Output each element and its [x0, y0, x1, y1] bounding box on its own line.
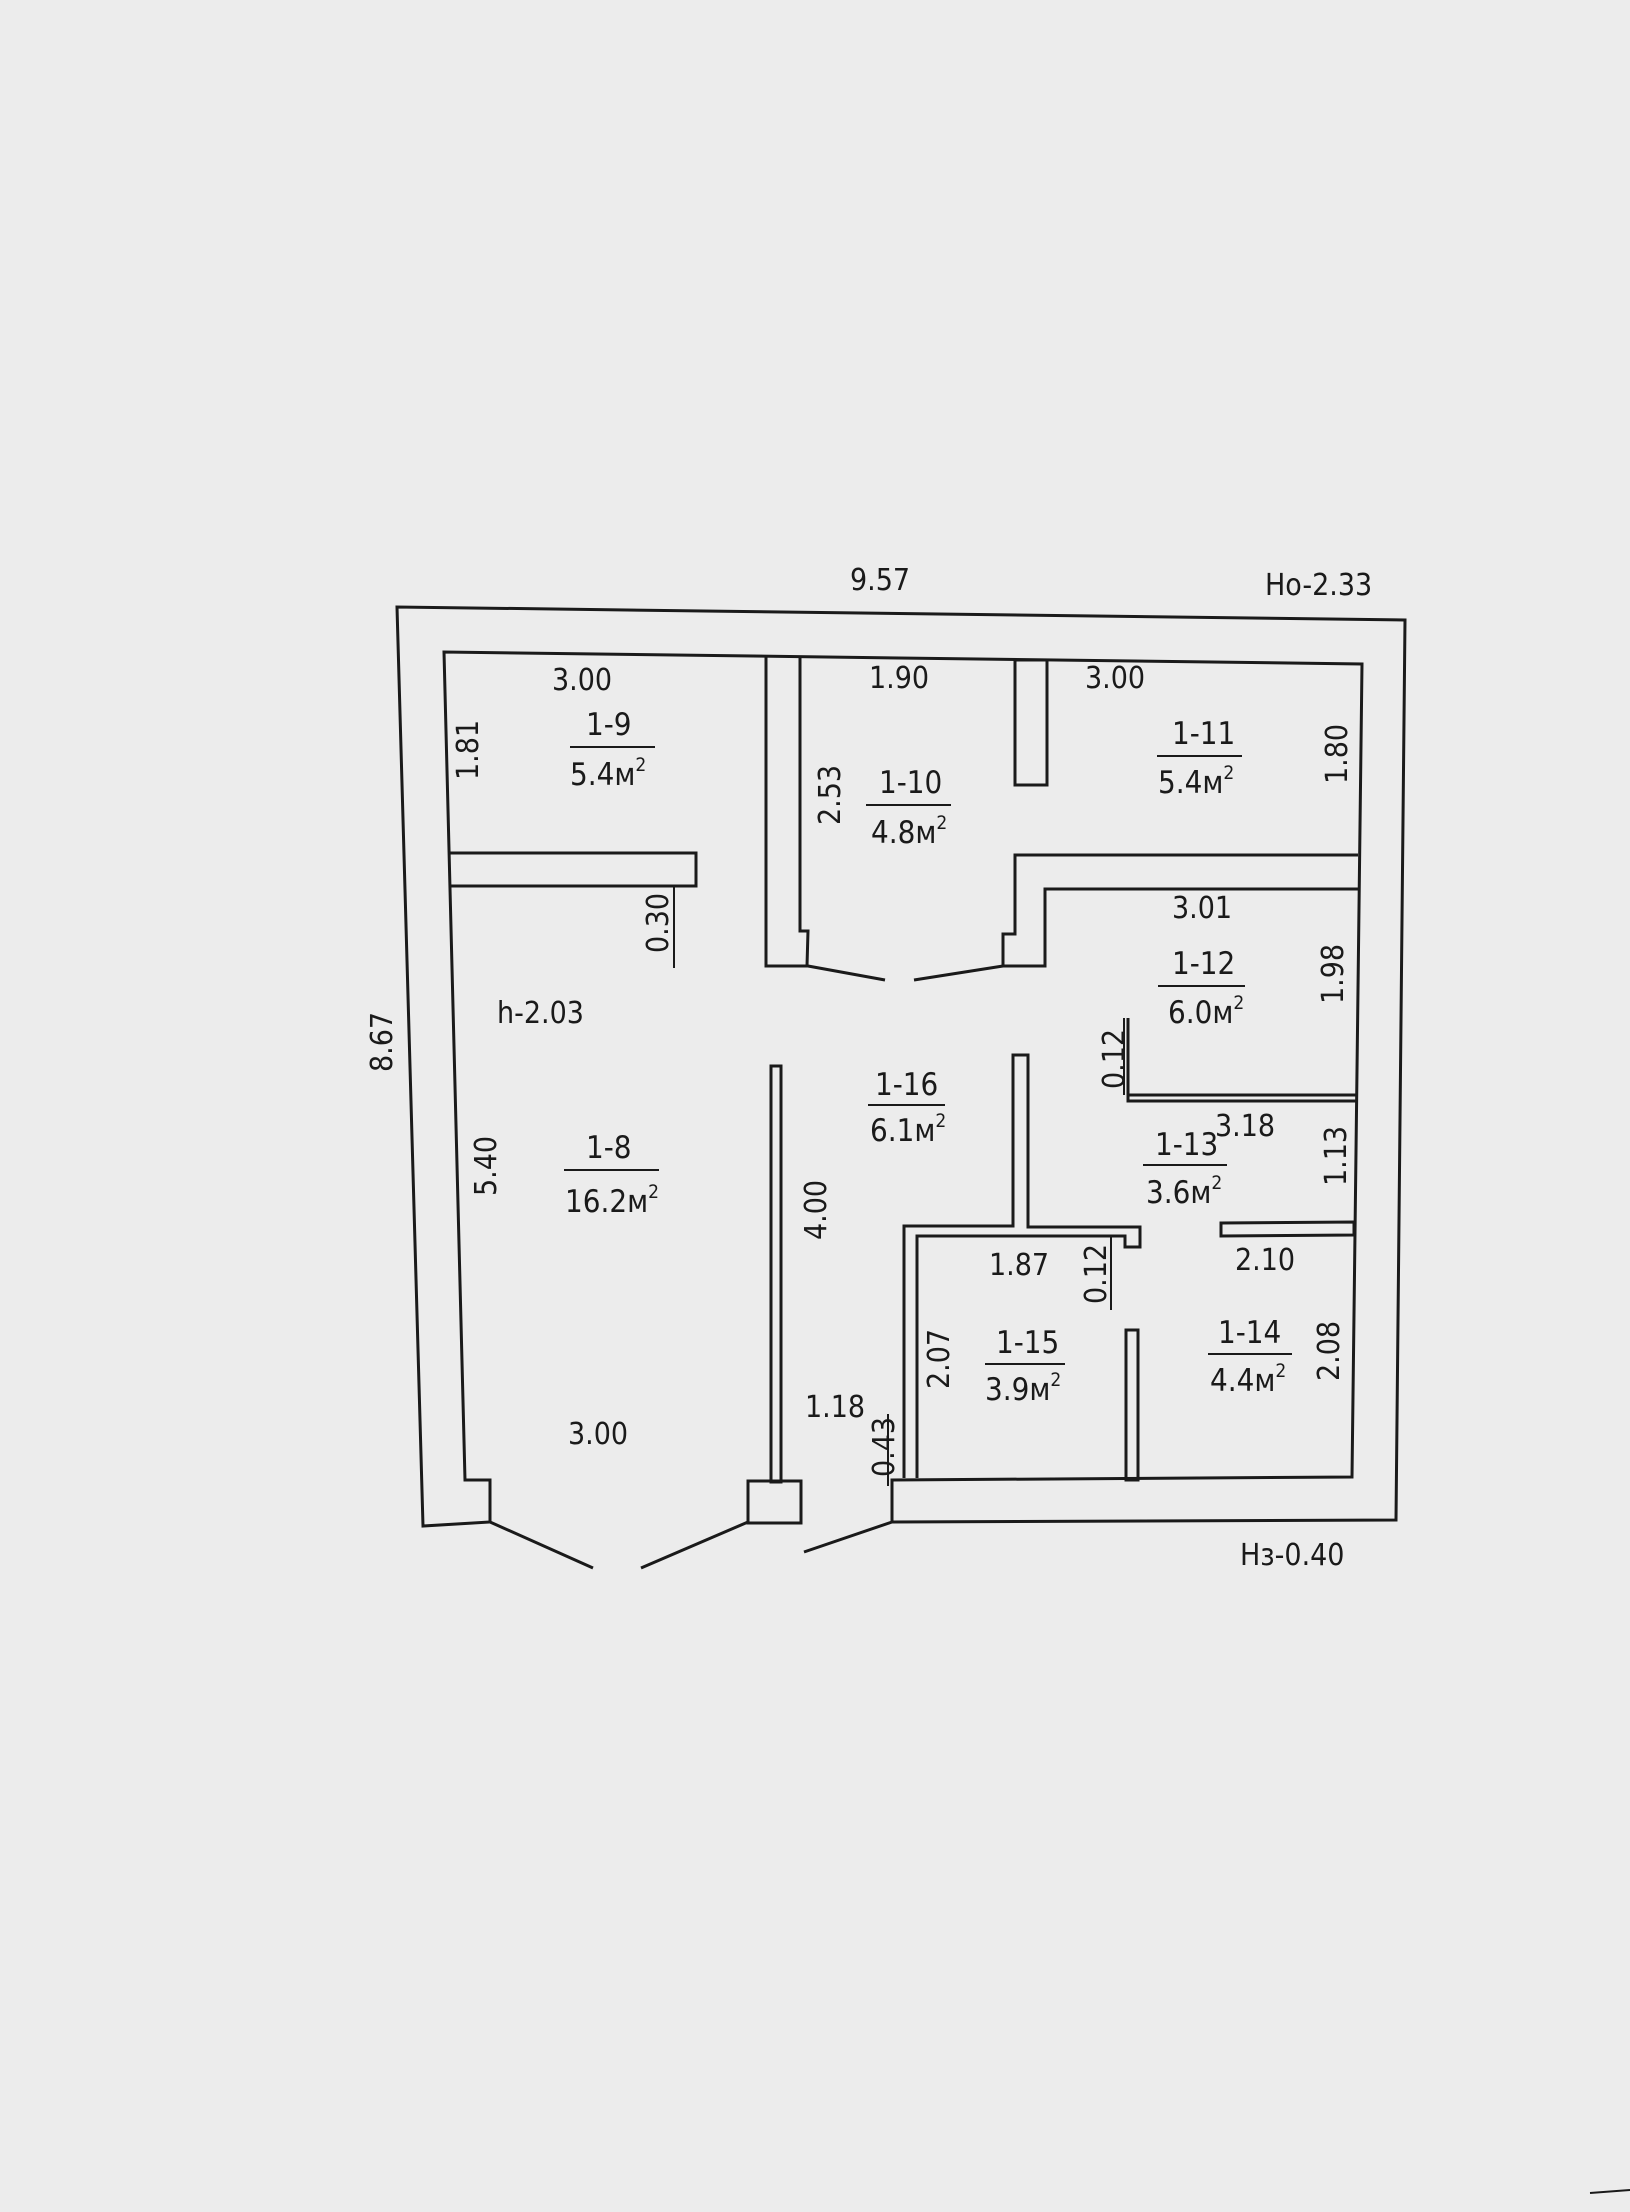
- room-id: 1-13: [1155, 1127, 1218, 1163]
- dim-1-8-width: 3.00: [568, 1417, 628, 1452]
- dim-1-10-width: 1.90: [869, 661, 929, 696]
- svg-text:4.8м2: 4.8м2: [871, 812, 947, 851]
- dim-corridor-width: 1.18: [805, 1390, 865, 1425]
- room-label-1-12: 1-12 6.0м2: [1158, 946, 1245, 1031]
- room-area: 4.8м: [871, 815, 936, 851]
- dim-overall-depth: 8.67: [365, 1012, 400, 1072]
- room-label-1-11: 1-11 5.4м2: [1157, 716, 1242, 801]
- svg-text:5.4м2: 5.4м2: [1158, 762, 1234, 801]
- column: [746, 1479, 803, 1525]
- area-unit-superscript: 2: [935, 1110, 946, 1132]
- level-mark-bottom: Нз-0.40: [1240, 1538, 1344, 1573]
- partition-1-15: [902, 1053, 1142, 1478]
- level-mark-top: Нo-2.33: [1265, 568, 1372, 603]
- dim-012-upper: 0.12: [1097, 1029, 1132, 1089]
- dim-1-13-depth: 1.13: [1319, 1126, 1354, 1186]
- room-id: 1-16: [875, 1067, 938, 1103]
- svg-text:3.9м2: 3.9м2: [985, 1369, 1061, 1408]
- area-unit-superscript: 2: [648, 1181, 659, 1203]
- dim-1-13-width: 3.18: [1215, 1109, 1275, 1144]
- dim-1-11-depth: 1.80: [1320, 724, 1355, 784]
- dim-1-8-depth: 5.40: [469, 1136, 504, 1196]
- svg-text:5.4м2: 5.4м2: [570, 754, 646, 793]
- room-area: 3.6м: [1146, 1175, 1211, 1211]
- dim-1-16-depth: 4.00: [799, 1180, 834, 1240]
- room-id: 1-10: [879, 765, 942, 801]
- scan-mark: [1589, 2189, 1630, 2194]
- svg-text:16.2м2: 16.2м2: [565, 1181, 659, 1220]
- dim-overall-width: 9.57: [850, 563, 910, 598]
- room-label-1-10: 1-10 4.8м2: [866, 765, 951, 851]
- partition-1-8-1-16: [769, 1064, 783, 1484]
- partition-1-9-1-10: [764, 657, 810, 968]
- svg-text:6.1м2: 6.1м2: [870, 1110, 946, 1149]
- dim-1-9-width: 3.00: [552, 663, 612, 698]
- room-id: 1-8: [586, 1130, 632, 1166]
- door-entrance: [489, 1520, 893, 1570]
- room-area: 4.4м: [1210, 1363, 1275, 1399]
- room-area: 3.9м: [985, 1372, 1050, 1408]
- room-id: 1-14: [1218, 1315, 1281, 1351]
- room-area: 6.0м: [1168, 995, 1233, 1031]
- dim-1-9-depth: 1.81: [451, 720, 486, 780]
- ceiling-height: h-2.03: [497, 996, 584, 1031]
- door-1-9-1-10: [807, 964, 1004, 982]
- dim-1-14-depth: 2.08: [1312, 1321, 1347, 1381]
- room-label-1-8: 1-8 16.2м2: [564, 1130, 659, 1220]
- dim-1-12-depth: 1.98: [1316, 944, 1351, 1004]
- dim-partition-030: 0.30: [641, 893, 676, 953]
- outer-wall: [395, 605, 1407, 1528]
- partition-1-13-1-14: [1219, 1220, 1356, 1238]
- partition-1-9-1-8: [449, 851, 698, 888]
- svg-text:3.6м2: 3.6м2: [1146, 1172, 1222, 1211]
- area-unit-superscript: 2: [1275, 1360, 1286, 1382]
- room-id: 1-9: [586, 707, 632, 743]
- room-area: 6.1м: [870, 1113, 935, 1149]
- svg-text:6.0м2: 6.0м2: [1168, 992, 1244, 1031]
- dim-043: 0.43: [867, 1417, 902, 1477]
- room-area: 16.2м: [565, 1184, 648, 1220]
- dim-012-lower: 0.12: [1079, 1244, 1114, 1304]
- room-label-1-15: 1-15 3.9м2: [985, 1325, 1065, 1408]
- area-unit-superscript: 2: [1050, 1369, 1061, 1391]
- dim-1-12-width: 3.01: [1172, 891, 1232, 926]
- dim-1-10-depth: 2.53: [813, 765, 848, 825]
- area-unit-superscript: 2: [936, 812, 947, 834]
- room-label-1-14: 1-14 4.4м2: [1208, 1315, 1292, 1399]
- partition-1-12-1-13: [1126, 1018, 1358, 1103]
- room-area: 5.4м: [570, 757, 635, 793]
- svg-text:4.4м2: 4.4м2: [1210, 1360, 1286, 1399]
- room-id: 1-12: [1172, 946, 1235, 982]
- dim-1-15-depth: 2.07: [922, 1329, 957, 1389]
- room-id: 1-15: [996, 1325, 1059, 1361]
- partition-1-15-1-14: [1124, 1328, 1140, 1482]
- partition-stub-1-10-1-11: [1013, 658, 1049, 787]
- area-unit-superscript: 2: [635, 754, 646, 776]
- area-unit-superscript: 2: [1223, 762, 1234, 784]
- dim-1-14-width: 2.10: [1235, 1243, 1295, 1278]
- room-label-1-16: 1-16 6.1м2: [868, 1067, 946, 1149]
- dim-1-15-width: 1.87: [989, 1248, 1049, 1283]
- room-id: 1-11: [1172, 716, 1235, 752]
- area-unit-superscript: 2: [1233, 992, 1244, 1014]
- dim-1-11-width: 3.00: [1085, 661, 1145, 696]
- area-unit-superscript: 2: [1211, 1172, 1222, 1194]
- partition-1-11-1-12: [1001, 853, 1358, 968]
- room-label-1-13: 1-13 3.6м2: [1143, 1127, 1227, 1211]
- room-label-1-9: 1-9 5.4м2: [570, 707, 655, 793]
- room-area: 5.4м: [1158, 765, 1223, 801]
